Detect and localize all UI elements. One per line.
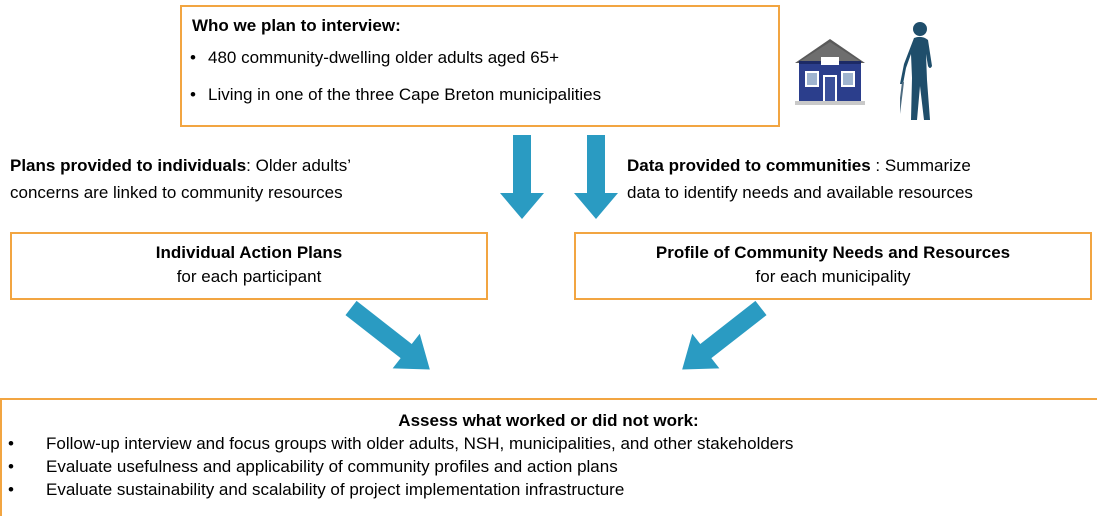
flow-arrows bbox=[345, 135, 767, 370]
assessment-bullet-list: Follow-up interview and focus groups wit… bbox=[8, 432, 793, 501]
individual-plans-label-rest: : Older adults’ bbox=[246, 156, 352, 175]
individual-action-plans-box: Individual Action Plans for each partici… bbox=[10, 232, 488, 300]
assessment-box-left-border bbox=[0, 398, 2, 516]
community-data-label-bold: Data provided to communities bbox=[627, 156, 871, 175]
house-icon bbox=[795, 39, 865, 105]
interview-bullet-list: 480 community-dwelling older adults aged… bbox=[190, 48, 601, 122]
community-data-label-rest: : Summarize bbox=[870, 156, 971, 175]
down-arrow-to-community-profile bbox=[574, 135, 618, 219]
diagonal-arrow-left bbox=[345, 300, 430, 370]
assessment-heading: Assess what worked or did not work: bbox=[398, 411, 699, 430]
assessment-bullet: Evaluate sustainability and scalability … bbox=[8, 478, 793, 501]
older-person-with-cane-icon bbox=[900, 22, 932, 120]
individual-action-plans-title: Individual Action Plans bbox=[155, 243, 343, 262]
assessment-box: Assess what worked or did not work: Foll… bbox=[0, 398, 1097, 528]
individual-action-plans-subtitle: for each participant bbox=[176, 267, 322, 286]
community-profile-subtitle: for each municipality bbox=[755, 267, 911, 286]
individual-plans-label: Plans provided to individuals: Older adu… bbox=[10, 152, 351, 206]
community-profile-box: Profile of Community Needs and Resources… bbox=[574, 232, 1092, 300]
interview-bullet: Living in one of the three Cape Breton m… bbox=[190, 85, 601, 105]
community-data-label-line2: data to identify needs and available res… bbox=[627, 183, 973, 202]
down-arrow-to-individual-plans bbox=[500, 135, 544, 219]
interview-bullet: 480 community-dwelling older adults aged… bbox=[190, 48, 601, 68]
individual-plans-label-line2: concerns are linked to community resourc… bbox=[10, 183, 343, 202]
interview-target-box: Who we plan to interview: 480 community-… bbox=[180, 5, 932, 127]
community-data-label: Data provided to communities : Summarize… bbox=[627, 152, 973, 206]
assessment-bullet: Evaluate usefulness and applicability of… bbox=[8, 455, 793, 478]
interview-heading: Who we plan to interview: bbox=[192, 16, 401, 35]
individual-plans-label-bold: Plans provided to individuals bbox=[10, 156, 247, 175]
community-profile-title: Profile of Community Needs and Resources bbox=[655, 243, 1011, 262]
diagonal-arrow-right bbox=[682, 300, 767, 370]
assessment-bullet: Follow-up interview and focus groups wit… bbox=[8, 432, 793, 455]
